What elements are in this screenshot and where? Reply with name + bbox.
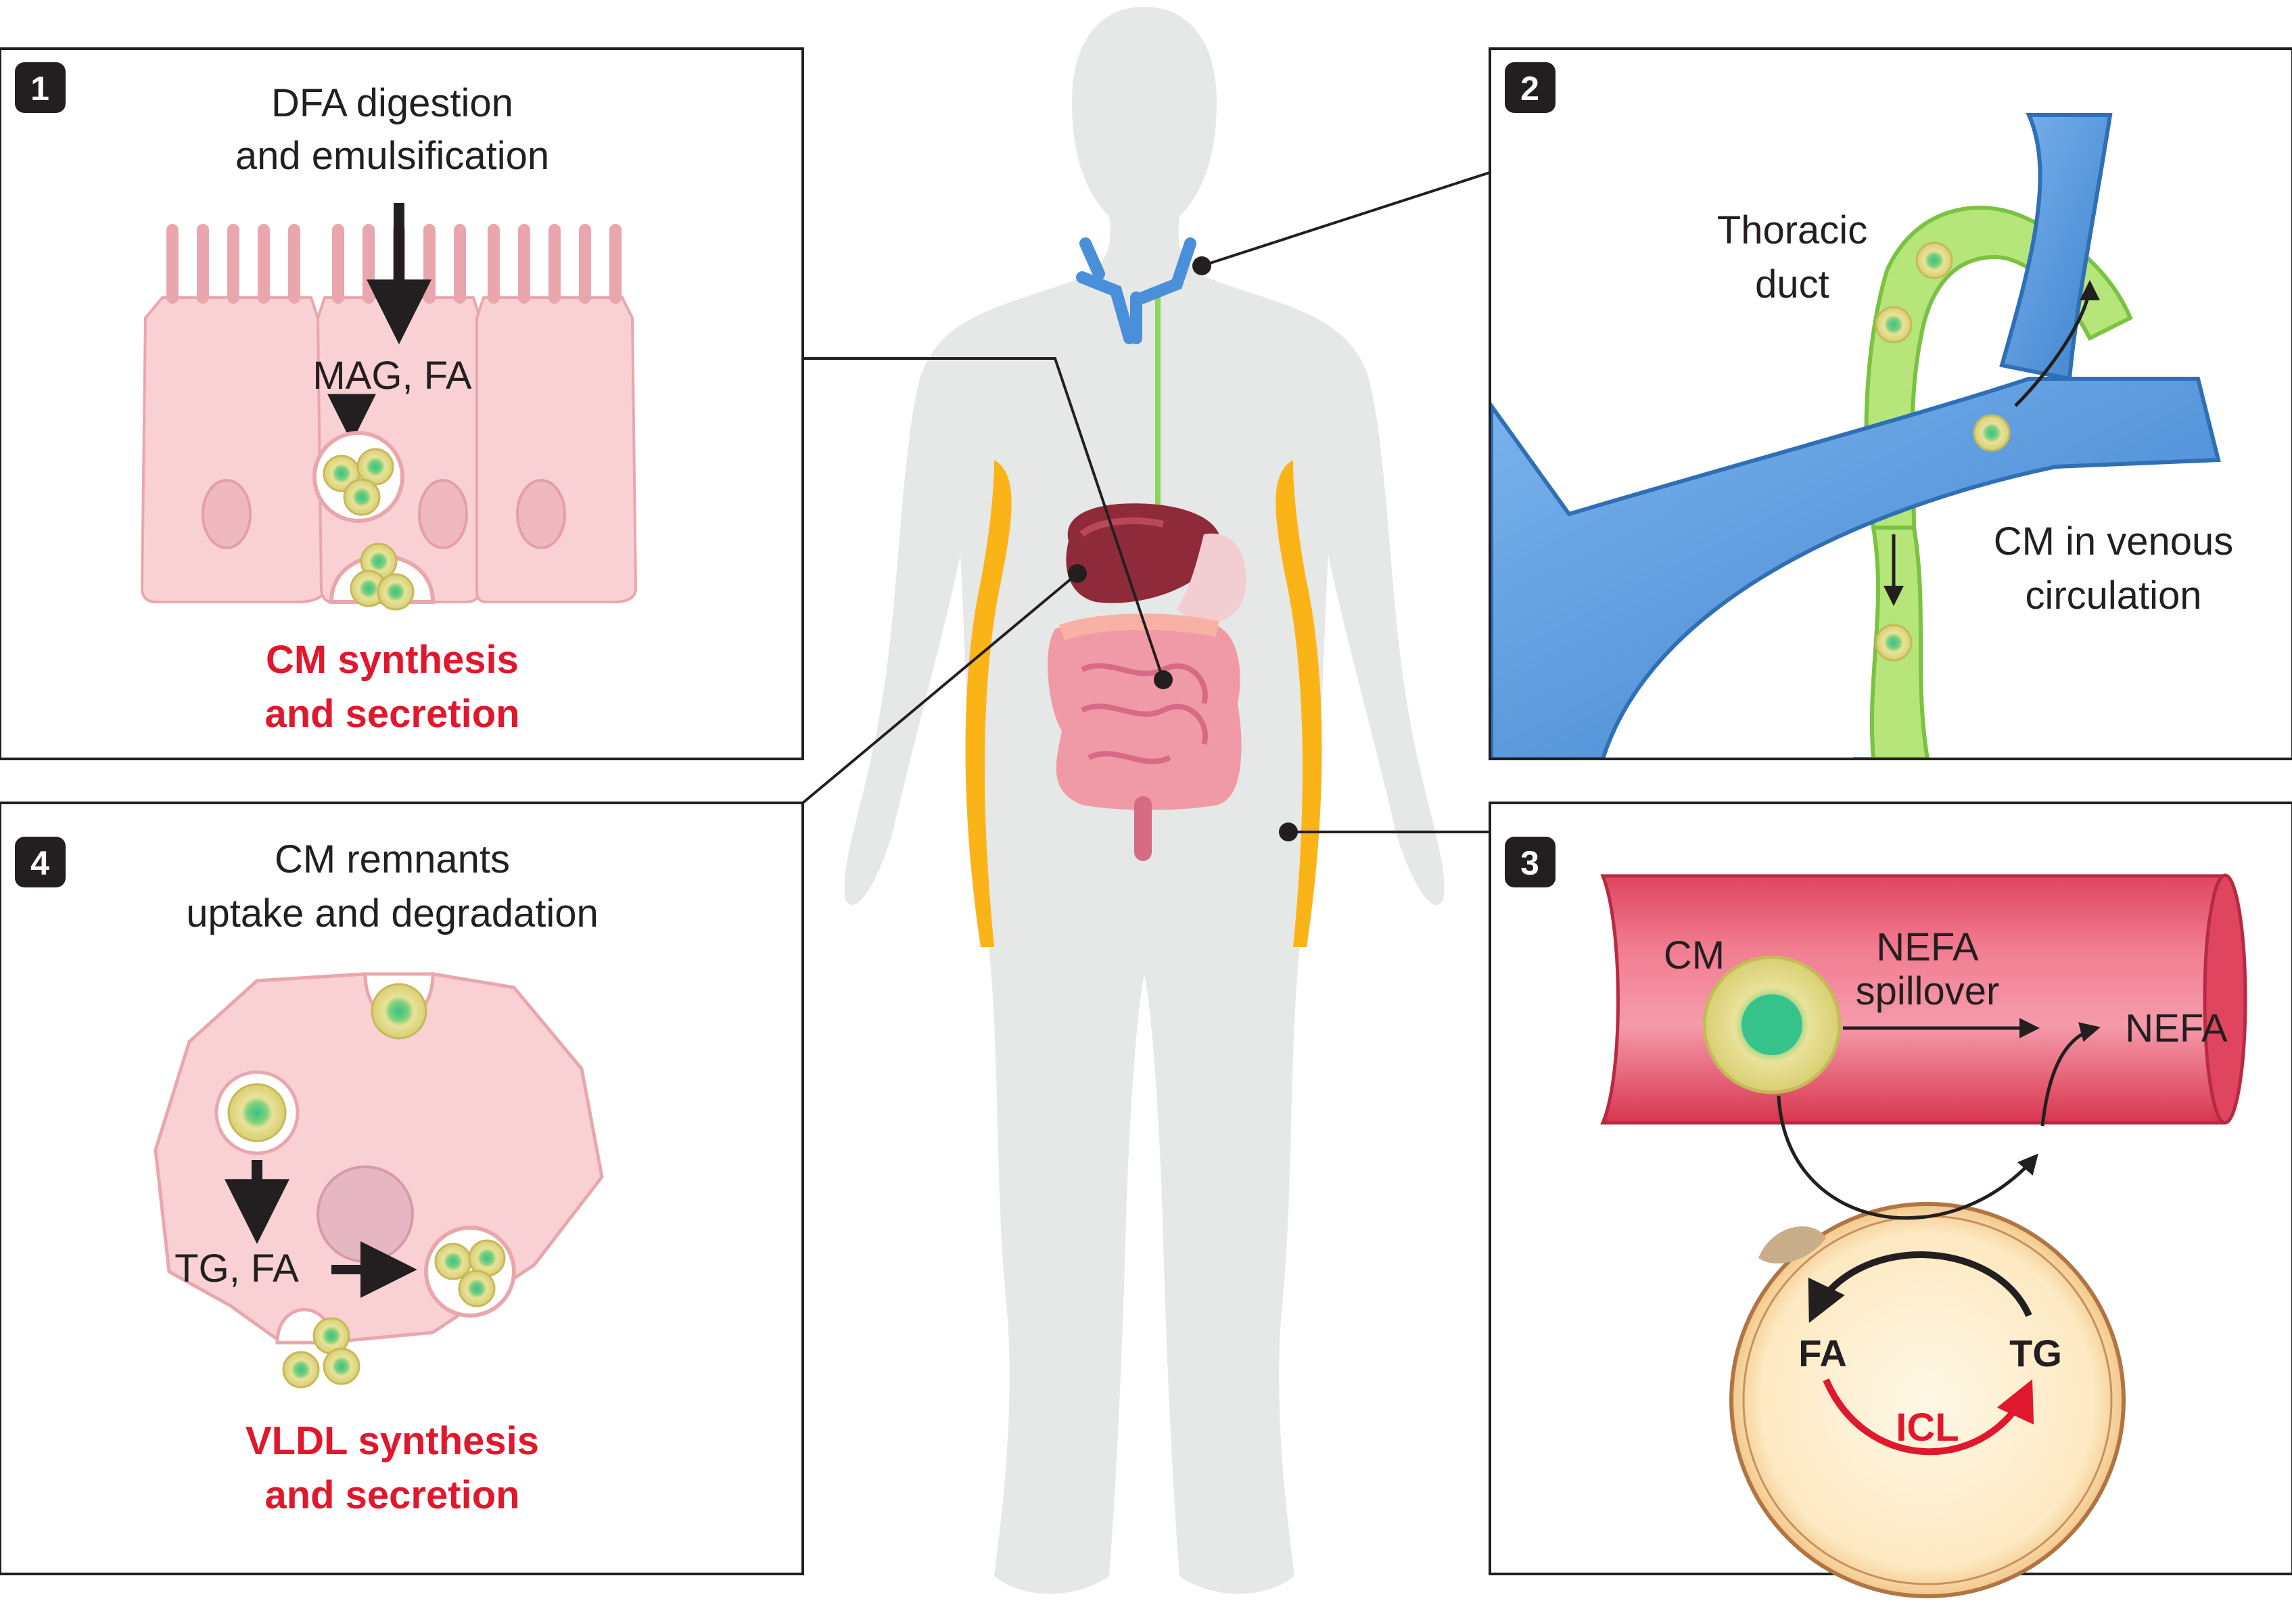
panel-1-caption-line2: and secretion	[264, 692, 519, 736]
panel-2-venous-line1: CM in venous	[1994, 519, 2234, 563]
adipocyte	[1729, 1202, 2126, 1598]
panel-4-number: 4	[30, 844, 49, 882]
panel-3-spill-line2: spillover	[1856, 969, 2000, 1013]
panel-3-nefa: NEFA	[2125, 1006, 2228, 1050]
panel-4: 4 CM remnants uptake and degradation TG,…	[0, 802, 804, 1575]
panel-3: 3 CM NEFA spillover NEFA FA TG ICL	[1489, 802, 2292, 1598]
panel-3-fa: FA	[1798, 1332, 1847, 1374]
vldl-vesicle	[424, 1226, 516, 1318]
chylomicron	[1702, 955, 1842, 1094]
panel-3-tg: TG	[2009, 1332, 2062, 1374]
panel-4-molecules: TG, FA	[174, 1247, 299, 1291]
nucleus-left	[202, 479, 252, 549]
panel-3-icl: ICL	[1896, 1406, 1959, 1449]
subclavian-vein-icon	[1076, 237, 1196, 344]
panel-1-number: 1	[30, 70, 49, 108]
panel-3-badge	[1505, 837, 1556, 887]
venous-flow-arrow	[2014, 280, 2100, 407]
panel-4-title-line2: uptake and degradation	[186, 891, 599, 935]
panel-3-number: 3	[1520, 844, 1539, 882]
uptake-arrow-to-nefa	[2040, 1022, 2101, 1127]
panel-1-title-line2: and emulsification	[235, 134, 549, 178]
panel-2-number: 2	[1520, 70, 1539, 108]
panel-2-venous-line2: circulation	[2025, 574, 2201, 618]
panel-1-caption-line1: CM synthesis	[266, 638, 519, 682]
panel-4-caption-line2: and secretion	[264, 1473, 519, 1517]
panel-1-badge	[15, 62, 66, 113]
panel-1-title-line1: DFA digestion	[271, 81, 513, 125]
cm-vesicle	[312, 431, 404, 523]
endosome	[214, 1070, 300, 1155]
remnant-uptake	[363, 972, 435, 1040]
connector-lines	[801, 171, 1491, 833]
nucleus-mid	[418, 479, 468, 549]
icl-arrow	[1823, 1378, 2034, 1456]
enterocyte-cells	[140, 296, 638, 603]
vldl-secreted	[275, 1307, 360, 1389]
nucleus-right	[516, 479, 566, 549]
panel-4-badge	[15, 837, 66, 887]
panel-1: 1 DFA digestion and emulsification MAG, …	[0, 47, 804, 760]
panel-4-caption-line1: VLDL synthesis	[245, 1419, 539, 1463]
connector-dots	[1068, 256, 1298, 841]
panel-2: 2 Thoracic duct CM in venous circulation	[1489, 47, 2292, 760]
panel-2-badge	[1505, 62, 1556, 113]
tg-to-fa-arrow	[1808, 1251, 2032, 1323]
panel-3-spill-line1: NEFA	[1876, 925, 1979, 969]
panel-2-duct-line2: duct	[1755, 262, 1829, 306]
adipose-flank-right	[1276, 460, 1322, 947]
venous-cm	[1973, 414, 2011, 452]
stomach-icon	[1177, 533, 1246, 623]
liver-icon	[1066, 503, 1221, 603]
vein	[1491, 113, 2221, 758]
intestines-icon	[1048, 613, 1242, 861]
panel-3-cm: CM	[1664, 933, 1725, 977]
lipolysis-path	[1777, 1095, 2038, 1220]
panel-2-duct-line1: Thoracic	[1717, 208, 1867, 252]
cm-secreted	[329, 542, 436, 611]
panel-4-title-line1: CM remnants	[275, 837, 510, 881]
adipose-flank-left	[965, 460, 1012, 947]
hepatocyte-nucleus	[317, 1165, 414, 1263]
panel-1-molecules: MAG, FA	[312, 354, 472, 398]
